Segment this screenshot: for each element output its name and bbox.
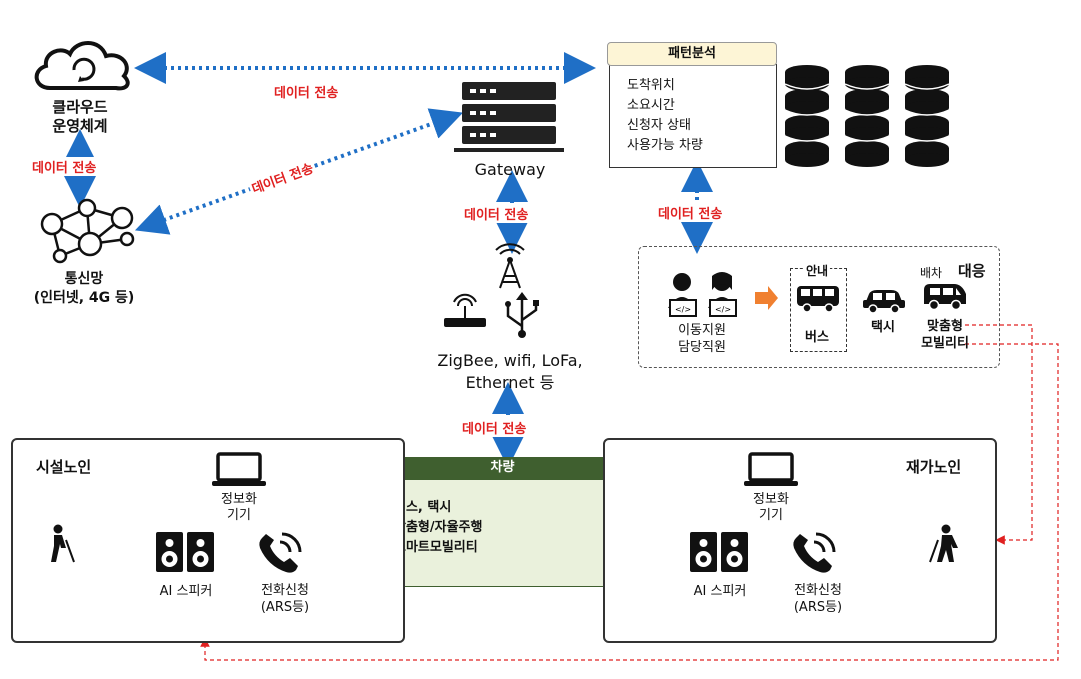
phone-icon [259, 532, 302, 573]
network-label: 통신망 (인터넷, 4G 등) [33, 271, 135, 306]
taxi-label: 택시 [871, 320, 895, 335]
dispatch-label: 배차 [920, 266, 943, 280]
bus-label: 버스 [805, 330, 829, 345]
walking-senior-icon [51, 524, 75, 563]
laptop-icon [744, 452, 798, 486]
taxi-icon [863, 290, 905, 314]
facility-device-label: 정보화 기기 [221, 492, 257, 523]
gateway-label: Gateway [474, 160, 546, 179]
walking-senior-icon [929, 524, 958, 563]
red-line-to-facility [200, 343, 1059, 661]
pattern-item: 사용가능 차량 [627, 138, 703, 153]
phone-icon [793, 532, 836, 573]
van-icon [924, 284, 966, 311]
home-phone-label: 전화신청 (ARS등) [793, 583, 843, 615]
router-icon [444, 293, 486, 327]
staff-label: 이동지원 담당직원 [678, 323, 726, 355]
usb-icon [505, 292, 539, 338]
vehicle-title: 차량 [377, 457, 628, 479]
server-icon [454, 82, 564, 152]
home-title: 재가노인 [906, 458, 962, 476]
database-icon [784, 65, 950, 167]
response-box [638, 246, 1000, 368]
pattern-list: 도착위치 소요시간 신청자 상태 사용가능 차량 [627, 76, 703, 156]
pattern-item: 도착위치 [627, 78, 675, 93]
pattern-item: 신청자 상태 [627, 118, 691, 133]
vehicle-list: 버스, 택시 맞춤형/자율주행 스마트모빌리티 [394, 498, 482, 558]
ai-speaker-icon [690, 532, 748, 572]
home-speaker-label: AI 스피커 [693, 584, 747, 599]
vehicle-item: 스마트모빌리티 [394, 540, 478, 555]
cloud-label: 클라우드 운영체계 [52, 98, 108, 135]
svg-text:</>: </> [675, 305, 691, 314]
facility-title: 시설노인 [36, 458, 92, 476]
data-transfer-label-top: 데이터 전송 [272, 82, 341, 101]
data-transfer-label-gateway: 데이터 전송 [462, 204, 531, 223]
pattern-box [609, 64, 777, 168]
network-icon [40, 198, 135, 264]
facility-speaker-label: AI 스피커 [159, 584, 213, 599]
guide-label: 안내 [803, 262, 831, 281]
svg-text:</>: </> [715, 305, 731, 314]
data-transfer-label-vehicle: 데이터 전송 [460, 418, 529, 437]
facility-phone-label: 전화신청 (ARS등) [260, 583, 310, 615]
vehicle-item: 버스, 택시 [394, 500, 452, 515]
staff-icon: </> </> [668, 272, 737, 317]
antenna-tower-icon [495, 243, 525, 289]
data-transfer-label-pattern: 데이터 전송 [656, 203, 725, 222]
laptop-icon [212, 452, 266, 486]
orange-arrow [755, 286, 778, 310]
pattern-title: 패턴분석 [607, 42, 777, 66]
custom-mobility-label: 맞춤형 모빌리티 [921, 319, 969, 351]
pattern-item: 소요시간 [627, 98, 675, 113]
bus-icon [797, 286, 839, 313]
vehicle-item: 맞춤형/자율주행 [394, 520, 483, 535]
ai-speaker-icon [156, 532, 214, 572]
data-transfer-label-cloud: 데이터 전송 [30, 157, 99, 176]
cloud-icon [34, 41, 130, 91]
response-title: 대응 [958, 262, 986, 280]
wireless-label: ZigBee, wifi, LoFa, Ethernet 등 [437, 351, 583, 392]
home-device-label: 정보화 기기 [753, 492, 789, 523]
red-line-to-home [965, 324, 1033, 545]
